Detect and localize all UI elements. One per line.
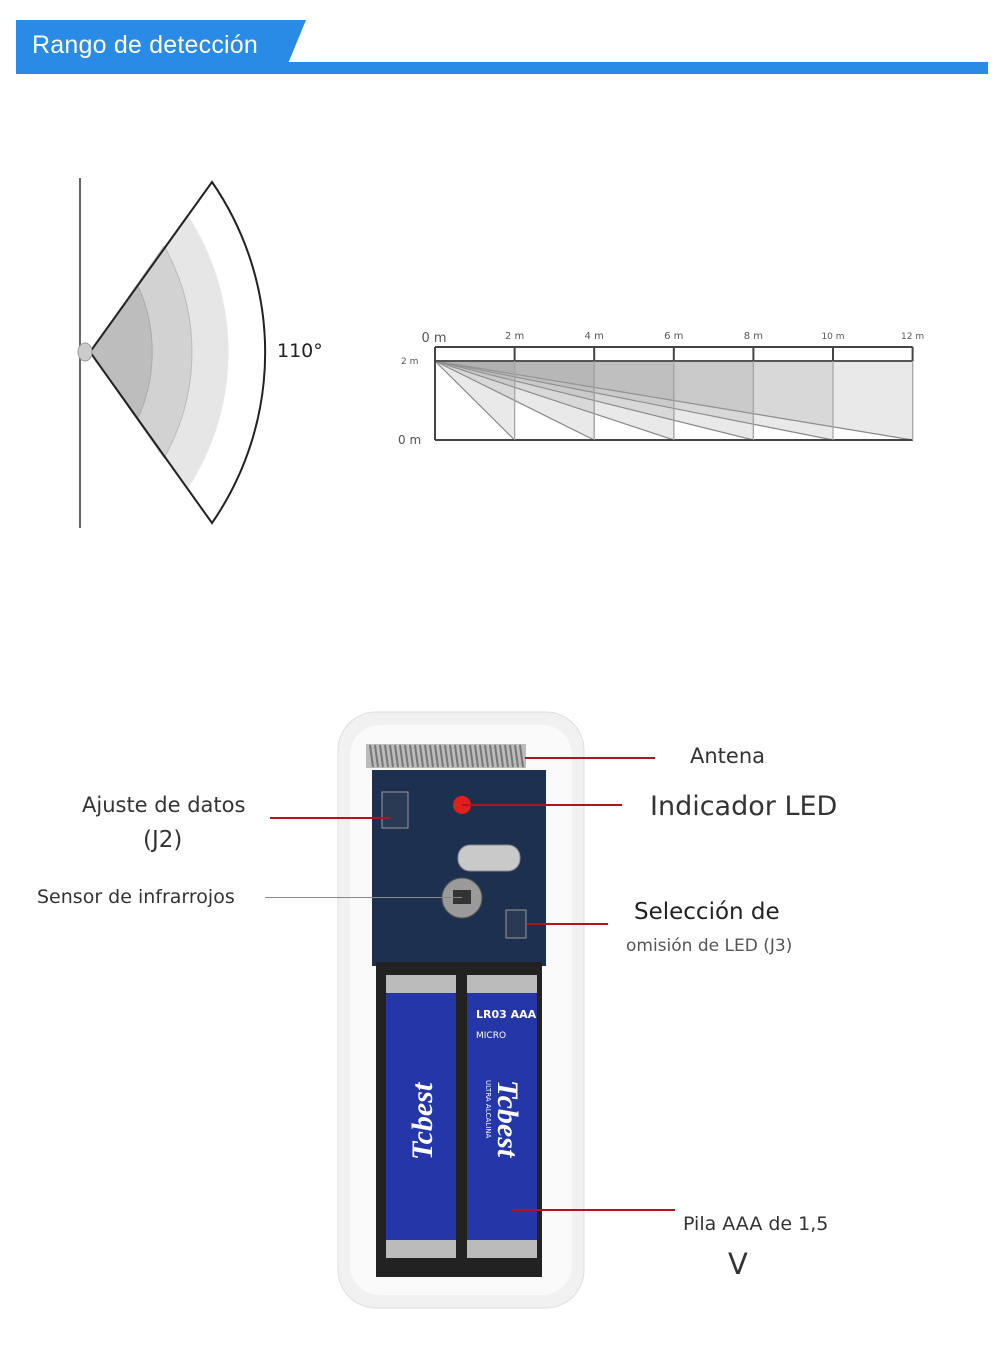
- battery-text: ULTRA ALCALINA: [484, 1080, 492, 1138]
- j2-callout-line: [270, 817, 390, 819]
- y-tick-label: 2 m: [401, 357, 418, 367]
- zone-inner: [89, 285, 153, 419]
- angle-label: 110°: [277, 340, 323, 362]
- x-tick-label: 12 m: [901, 332, 924, 342]
- led-callout-line: [462, 804, 622, 806]
- battery-brand-left: Tcbest: [406, 1081, 439, 1160]
- battery-left: Tcbest: [386, 975, 456, 1258]
- antenna-label: Antena: [690, 744, 766, 768]
- sensor-dot: [77, 342, 93, 362]
- fan-outline: [88, 180, 267, 525]
- j2-jumper: [381, 791, 409, 829]
- top-view-diagram: [77, 178, 267, 528]
- battery-label-line2: V: [728, 1247, 748, 1281]
- ir-sensor-label: Sensor de infrarrojos: [37, 886, 235, 908]
- battery-text: LR03 AAA: [476, 1008, 537, 1021]
- antenna-spring: [366, 744, 526, 768]
- x-tick-label: 8 m: [744, 331, 763, 342]
- j2-label-line1: Ajuste de datos: [82, 793, 246, 817]
- j3-label-line1: Selección de: [634, 899, 780, 925]
- antenna-callout-line: [525, 757, 655, 759]
- page-title: Rango de detección: [32, 31, 258, 59]
- x-tick-label: 2 m: [505, 331, 524, 342]
- j3-jumper: [505, 909, 527, 939]
- header-rule: [16, 62, 988, 74]
- x-tick-label: 6 m: [664, 331, 683, 342]
- x-tick-label: 4 m: [585, 331, 604, 342]
- battery-label-line1: Pila AAA de 1,5: [683, 1213, 829, 1235]
- battery-text: MICRO: [476, 1031, 506, 1041]
- y-tick-label: 0 m: [398, 433, 421, 447]
- battery-callout-line: [512, 1209, 675, 1211]
- battery-brand-right: Tcbest: [491, 1080, 524, 1159]
- x-tick-label: 0 m: [421, 331, 446, 346]
- side-view-diagram: 0 m 2 m 4 m 6 m 8 m 10 m 12 m 2 m 0 m: [398, 331, 924, 447]
- j3-label-line2: omisión de LED (J3): [626, 936, 793, 956]
- battery-right: LR03 AAA MICRO ULTRA ALCALINA Tcbest: [467, 975, 537, 1258]
- ir-callout-line: [265, 897, 462, 898]
- x-tick-label: 10 m: [821, 332, 844, 342]
- j2-label-line2: (J2): [143, 827, 183, 853]
- led-label: Indicador LED: [650, 791, 838, 822]
- j3-callout-line: [527, 923, 608, 925]
- crystal: [457, 844, 521, 872]
